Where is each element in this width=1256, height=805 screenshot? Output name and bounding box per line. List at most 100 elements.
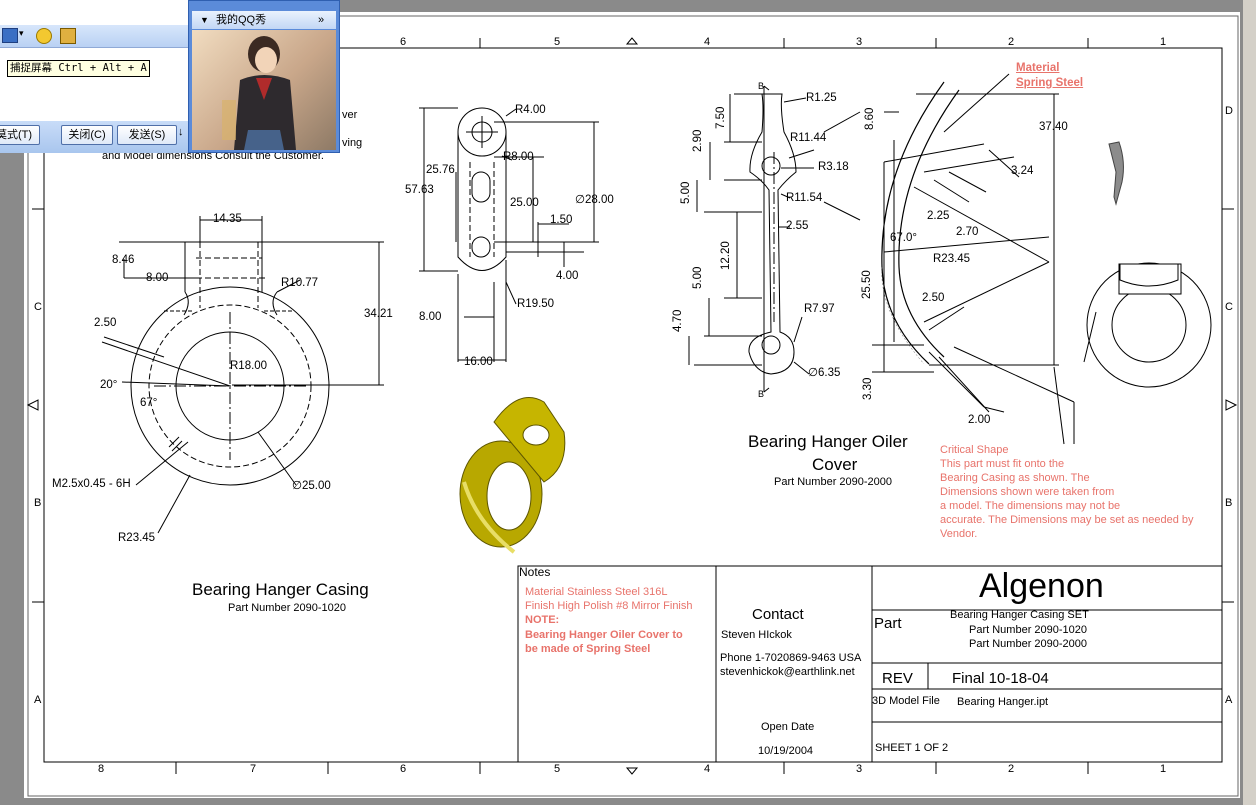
model-value: Bearing Hanger.ipt <box>957 696 1049 708</box>
gift-icon[interactable] <box>60 28 76 44</box>
dimension: 12.20 <box>720 241 732 270</box>
partial-text: ver <box>342 109 358 121</box>
critical-shape-note: Critical Shape This part must fit onto t… <box>940 444 1194 541</box>
row-label: B <box>34 497 42 509</box>
dimension: 2.90 <box>692 129 704 152</box>
model-label: 3D Model File <box>872 695 940 707</box>
notes-line: NOTE: <box>525 614 560 626</box>
qq-show-header[interactable]: ▼ 我的QQ秀 » <box>192 11 336 29</box>
note-line: Bearing Casing as shown. The <box>940 472 1090 484</box>
mode-button[interactable]: 莫式(T) <box>0 125 40 145</box>
dimension: R11.54 <box>786 192 823 204</box>
sheet-number: SHEET 1 OF 2 <box>875 742 949 754</box>
row-label: A <box>1225 694 1233 706</box>
contact-email: stevenhickok@earthlink.net <box>720 666 855 678</box>
dimension: 14.35 <box>213 213 242 225</box>
rev-label: REV <box>882 670 913 687</box>
col-label: 6 <box>400 763 407 775</box>
notes-line: Bearing Hanger Oiler Cover to <box>525 629 683 641</box>
material-label: Material <box>1016 62 1060 74</box>
dimension: 25.00 <box>510 197 539 209</box>
dimension: 67° <box>140 397 158 409</box>
screen-capture-icon[interactable] <box>2 28 18 43</box>
row-label: C <box>1225 301 1233 313</box>
section-marker: B <box>758 389 765 399</box>
dimension: 67.0° <box>890 232 917 244</box>
dimension: 8.60 <box>864 107 876 130</box>
send-button[interactable]: 发送(S) <box>117 125 177 145</box>
notes-header: Notes <box>519 565 551 579</box>
dimension: ∅28.00 <box>575 194 614 206</box>
notes-line: Material Stainless Steel 316L <box>525 586 668 598</box>
dimension: 4.00 <box>556 270 579 282</box>
chevron-down-icon[interactable]: ▾ <box>19 28 24 38</box>
note-line: a model. The dimensions may not be <box>940 500 1121 512</box>
dimension: 25.50 <box>861 270 873 299</box>
dimension: 2.25 <box>927 210 950 222</box>
dimension: R7.97 <box>804 303 835 315</box>
row-label: D <box>1225 105 1233 117</box>
part-label: Part <box>874 615 902 632</box>
col-label: 8 <box>98 763 105 775</box>
capture-tooltip: 捕捉屏幕 Ctrl + Alt + A <box>7 60 150 77</box>
company-name: Algenon <box>979 567 1104 605</box>
expand-icon[interactable]: » <box>318 14 325 26</box>
dimension: R3.18 <box>818 161 849 173</box>
col-label: 1 <box>1160 36 1167 48</box>
chat-button-bar: 莫式(T) 关闭(C) 发送(S) ↓ <box>0 121 188 153</box>
dimension: 2.50 <box>94 317 117 329</box>
col-label: 1 <box>1160 763 1167 775</box>
dimension: ∅25.00 <box>292 480 331 492</box>
part-number: Part Number 2090-2000 <box>774 476 893 488</box>
dimension: 37.40 <box>1039 121 1068 133</box>
col-label: 2 <box>1008 763 1015 775</box>
dimension: 7.50 <box>715 106 727 129</box>
part-number: Part Number 2090-1020 <box>969 624 1088 636</box>
rev-value: Final 10-18-04 <box>952 670 1049 687</box>
row-label: C <box>34 301 42 313</box>
dimension: R11.44 <box>790 132 827 144</box>
dimension: 8.00 <box>146 272 169 284</box>
contact-name: Steven HIckok <box>721 629 792 641</box>
close-button[interactable]: 关闭(C) <box>61 125 113 145</box>
dimension: 5.00 <box>680 181 692 204</box>
avatar-image <box>192 30 336 150</box>
emoticon-icon[interactable] <box>36 28 52 44</box>
collapse-icon[interactable]: ▼ <box>200 15 209 25</box>
send-options-arrow-icon[interactable]: ↓ <box>178 126 184 138</box>
vertical-scrollbar[interactable] <box>1243 0 1256 805</box>
notes-line: Finish High Polish #8 Mirror Finish <box>525 600 693 612</box>
col-label: 4 <box>704 763 711 775</box>
dimension: 1.50 <box>550 214 573 226</box>
dimension: 8.46 <box>112 254 135 266</box>
drawing-sheet: 6 5 4 3 2 1 8 7 6 5 4 3 2 1 C B A D C B … <box>24 12 1240 798</box>
contact-header: Contact <box>752 606 804 623</box>
dimension: 2.70 <box>956 226 979 238</box>
dimension: R4.00 <box>515 104 546 116</box>
avatar-figure <box>222 36 296 150</box>
part-number: Part Number 2090-1020 <box>228 602 347 614</box>
contact-phone: Phone 1-7020869-9463 USA <box>720 652 862 664</box>
dimension: R18.00 <box>230 360 268 372</box>
dimension: 4.70 <box>672 309 684 332</box>
section-marker: B <box>758 81 765 91</box>
open-date: 10/19/2004 <box>758 745 814 757</box>
notes-line: be made of Spring Steel <box>525 643 651 655</box>
dimension: R19.50 <box>517 298 555 310</box>
dimension: R10.77 <box>281 277 319 289</box>
dimension: M2.5x0.45 - 6H <box>52 478 131 490</box>
col-label: 3 <box>856 763 863 775</box>
dimension: 25.76 <box>426 164 455 176</box>
col-label: 5 <box>554 763 561 775</box>
note-line: Vendor. <box>940 528 978 540</box>
chat-window: ▾ 捕捉屏幕 Ctrl + Alt + A 莫式(T) 关闭(C) 发送(S) … <box>0 0 188 153</box>
dimension: R23.45 <box>118 532 156 544</box>
dimension: 8.00 <box>419 311 442 323</box>
note-line: Dimensions shown were taken from <box>940 486 1115 498</box>
part-set: Bearing Hanger Casing SET <box>950 609 1089 621</box>
dimension: 16.00 <box>464 356 493 368</box>
note-line: accurate. The Dimensions may be set as n… <box>940 514 1194 526</box>
dimension: 20° <box>100 379 118 391</box>
view-title: Bearing Hanger Casing <box>192 580 369 599</box>
dimension: 3.24 <box>1011 165 1034 177</box>
